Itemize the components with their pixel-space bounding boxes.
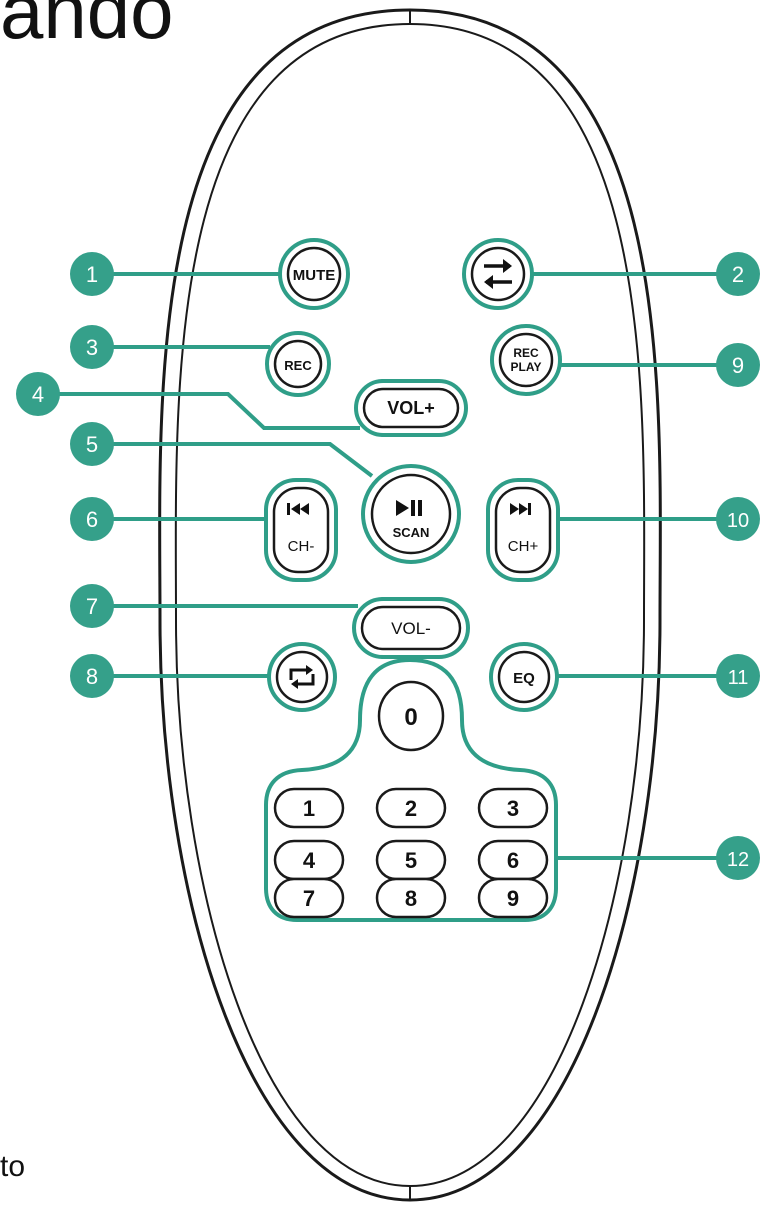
callout-2-label: 2	[732, 262, 744, 287]
eq-label: EQ	[513, 670, 535, 687]
vol-plus-button: VOL+	[354, 379, 468, 437]
scan-label: SCAN	[393, 525, 430, 540]
previous-icon	[287, 503, 309, 515]
callout-9: 9	[716, 343, 760, 387]
rec-play-bottom-label: PLAY	[511, 360, 542, 374]
digit-2-label: 2	[405, 796, 417, 821]
rec-label: REC	[284, 358, 312, 373]
digit-9-button: 9	[477, 877, 549, 919]
vol-minus-label: VOL-	[391, 619, 431, 638]
digit-2-button: 2	[375, 787, 447, 829]
ch-minus-label: CH-	[288, 538, 315, 555]
mode-button	[462, 238, 534, 310]
mute-label: MUTE	[293, 267, 336, 284]
callout-2: 2	[716, 252, 760, 296]
digit-8-button: 8	[375, 877, 447, 919]
digit-7-label: 7	[303, 886, 315, 911]
digit-6-label: 6	[507, 848, 519, 873]
digit-7-button: 7	[273, 877, 345, 919]
digit-1-label: 1	[303, 796, 315, 821]
callout-11-label: 11	[728, 667, 749, 689]
rec-button: REC	[265, 331, 331, 397]
eq-button: EQ	[489, 642, 559, 712]
next-icon	[510, 503, 531, 515]
digit-3-button: 3	[477, 787, 549, 829]
heading-fragment: ando	[0, 0, 174, 55]
callout-12: 12	[716, 836, 760, 880]
digit-6-button: 6	[477, 839, 549, 881]
mute-button: MUTE	[278, 238, 350, 310]
callout-1-label: 1	[86, 262, 98, 287]
repeat-button	[267, 642, 337, 712]
callout-11: 11	[716, 654, 760, 698]
digit-1-button: 1	[273, 787, 345, 829]
callout-12-label: 12	[727, 849, 749, 871]
digit-9-label: 9	[507, 886, 519, 911]
callout-5: 5	[70, 422, 114, 466]
callout-10: 10	[716, 497, 760, 541]
vol-plus-label: VOL+	[387, 398, 435, 418]
ch-minus-button: CH-	[264, 478, 338, 582]
digit-5-label: 5	[405, 848, 417, 873]
callout-1: 1	[70, 252, 114, 296]
digit-8-label: 8	[405, 886, 417, 911]
callout-3-label: 3	[86, 335, 98, 360]
play-pause-icon	[396, 500, 422, 516]
repeat-icon	[289, 665, 315, 689]
play-pause-scan-button: SCAN	[361, 464, 461, 564]
callout-7-label: 7	[86, 594, 98, 619]
swap-arrows-icon	[484, 259, 512, 289]
digit-0-button: 0	[377, 680, 445, 752]
callout-6: 6	[70, 497, 114, 541]
callout-8: 8	[70, 654, 114, 698]
callout-4-label: 4	[32, 382, 44, 407]
callout-4: 4	[16, 372, 60, 416]
digit-5-button: 5	[375, 839, 447, 881]
callout-8-label: 8	[86, 664, 98, 689]
callout-7: 7	[70, 584, 114, 628]
digit-3-label: 3	[507, 796, 519, 821]
vol-minus-button: VOL-	[352, 597, 470, 659]
digit-0-label: 0	[404, 704, 417, 731]
leader-lines	[38, 272, 738, 860]
ch-plus-label: CH+	[508, 538, 539, 555]
rec-play-button: REC PLAY	[490, 324, 562, 396]
callout-badges: 1 2 3 4 5 6 7	[16, 252, 760, 880]
digit-4-label: 4	[303, 848, 316, 873]
callout-3: 3	[70, 325, 114, 369]
ch-plus-button: CH+	[486, 478, 560, 582]
callout-10-label: 10	[727, 510, 749, 532]
callout-6-label: 6	[86, 507, 98, 532]
callout-5-label: 5	[86, 432, 98, 457]
digit-4-button: 4	[273, 839, 345, 881]
remote-body	[158, 8, 662, 1202]
rec-play-top-label: REC	[513, 346, 539, 360]
callout-9-label: 9	[732, 353, 744, 378]
footnote-fragment: to	[0, 1150, 26, 1183]
